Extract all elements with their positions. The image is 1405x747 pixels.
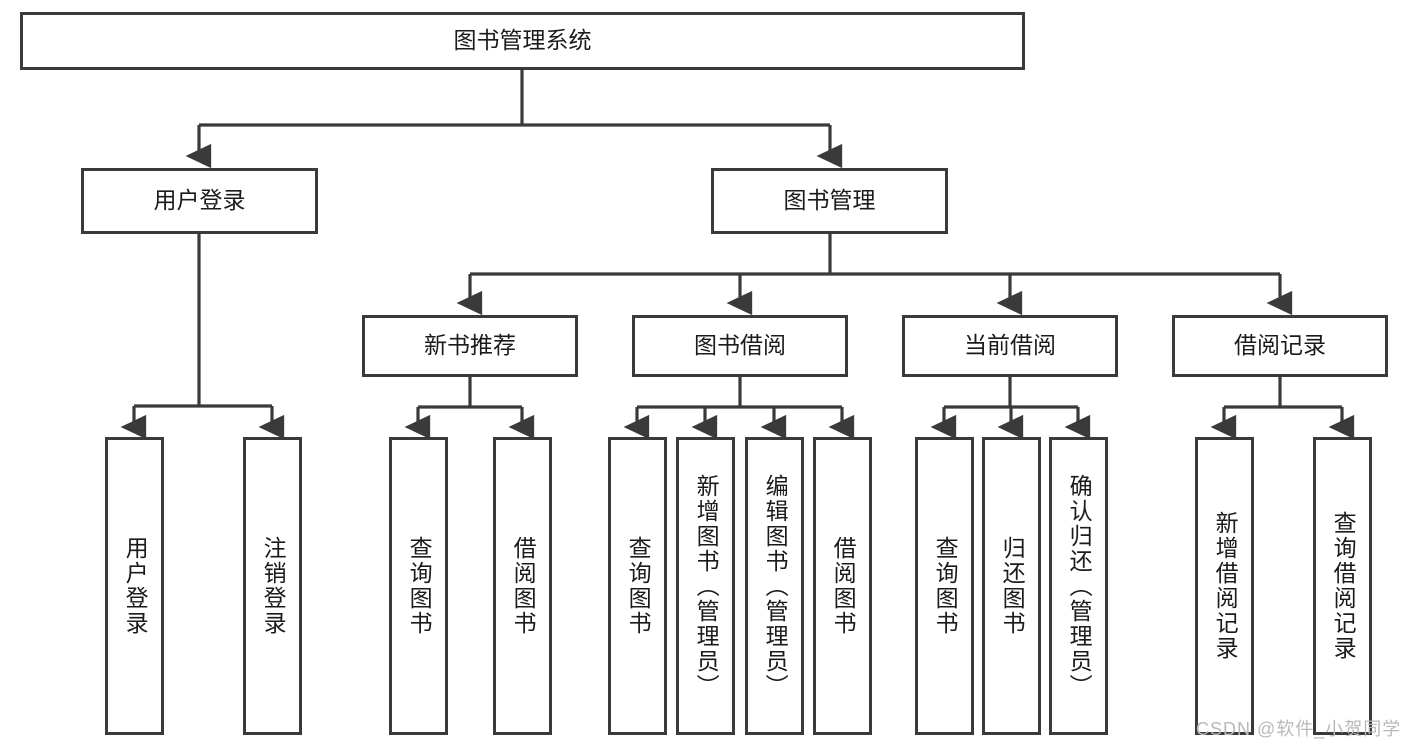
node-label: 图书管理 — [783, 187, 876, 214]
node-label: 新书推荐 — [424, 332, 516, 359]
node-leaf-query-book-recommend[interactable]: 查询图书 — [389, 437, 448, 735]
node-leaf-edit-book-admin[interactable]: 编辑图书（管理员） — [745, 437, 804, 735]
node-book-management[interactable]: 图书管理 — [711, 168, 948, 234]
node-label: 注销登录 — [260, 536, 287, 636]
node-label: 查询图书 — [932, 536, 959, 636]
node-label: 借阅记录 — [1234, 332, 1326, 359]
node-label: 确认归还（管理员） — [1066, 473, 1093, 699]
node-label: 借阅图书 — [830, 536, 857, 636]
node-leaf-query-book-current[interactable]: 查询图书 — [915, 437, 974, 735]
node-label: 编辑图书（管理员） — [762, 473, 789, 699]
node-leaf-query-borrow-record[interactable]: 查询借阅记录 — [1313, 437, 1372, 735]
node-root-book-management-system[interactable]: 图书管理系统 — [20, 12, 1025, 70]
node-leaf-borrow-book[interactable]: 借阅图书 — [813, 437, 872, 735]
node-leaf-logout[interactable]: 注销登录 — [243, 437, 302, 735]
node-leaf-return-book[interactable]: 归还图书 — [982, 437, 1041, 735]
node-label: 查询图书 — [406, 536, 433, 636]
node-leaf-user-login[interactable]: 用户登录 — [105, 437, 164, 735]
node-label: 归还图书 — [999, 536, 1026, 636]
node-current-borrow[interactable]: 当前借阅 — [902, 315, 1118, 377]
node-label: 新增图书（管理员） — [693, 473, 720, 699]
node-book-borrow[interactable]: 图书借阅 — [632, 315, 848, 377]
node-leaf-query-book-borrow[interactable]: 查询图书 — [608, 437, 667, 735]
node-label: 用户登录 — [153, 187, 246, 214]
node-leaf-confirm-return-admin[interactable]: 确认归还（管理员） — [1049, 437, 1108, 735]
node-label: 当前借阅 — [964, 332, 1056, 359]
node-label: 查询图书 — [625, 536, 652, 636]
node-label: 查询借阅记录 — [1330, 511, 1357, 661]
node-leaf-borrow-book-recommend[interactable]: 借阅图书 — [493, 437, 552, 735]
node-label: 借阅图书 — [510, 536, 537, 636]
node-user-login[interactable]: 用户登录 — [81, 168, 318, 234]
csdn-watermark: CSDN @软件_小贺同学 — [1196, 719, 1402, 739]
node-leaf-add-book-admin[interactable]: 新增图书（管理员） — [676, 437, 735, 735]
node-label: 新增借阅记录 — [1212, 511, 1239, 661]
node-borrow-record[interactable]: 借阅记录 — [1172, 315, 1388, 377]
node-label: 图书管理系统 — [453, 27, 592, 54]
node-leaf-add-borrow-record[interactable]: 新增借阅记录 — [1195, 437, 1254, 735]
node-new-book-recommend[interactable]: 新书推荐 — [362, 315, 578, 377]
node-label: 图书借阅 — [694, 332, 786, 359]
node-label: 用户登录 — [122, 536, 149, 636]
